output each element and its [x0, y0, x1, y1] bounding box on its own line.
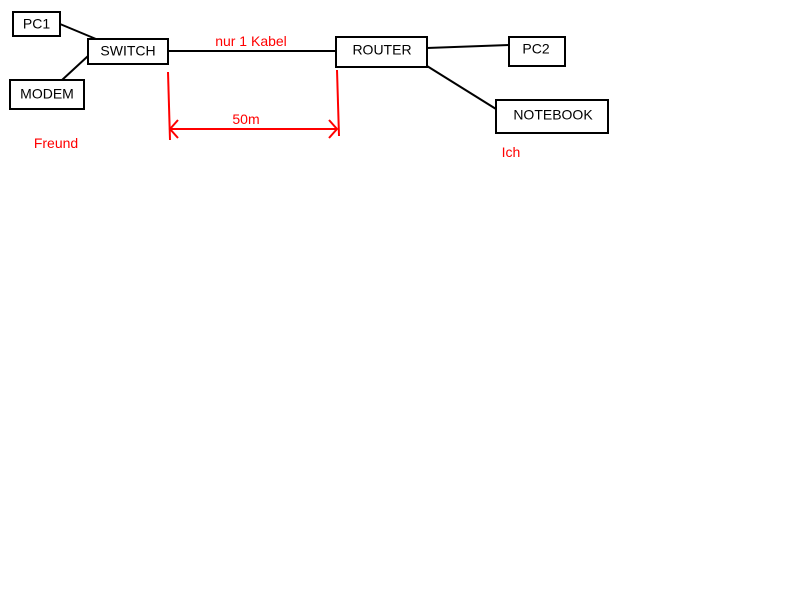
node-router: ROUTER	[335, 36, 428, 68]
node-router-label: ROUTER	[352, 42, 411, 58]
node-modem: MODEM	[9, 79, 85, 110]
node-notebook: NOTEBOOK	[495, 99, 609, 134]
cable-note-label: nur 1 Kabel	[215, 33, 287, 49]
me-label: Ich	[502, 144, 521, 160]
link-router-notebook	[426, 65, 497, 110]
distance-arrowhead-left	[168, 119, 179, 139]
link-router-pc2	[426, 44, 510, 49]
distance-label: 50m	[232, 111, 259, 127]
node-modem-label: MODEM	[20, 86, 74, 102]
node-switch-label: SWITCH	[100, 43, 155, 59]
node-pc1-label: PC1	[23, 16, 50, 32]
distance-arrowhead-right	[328, 119, 339, 139]
link-pc1-switch	[59, 23, 97, 40]
node-switch: SWITCH	[87, 38, 169, 65]
node-pc2: PC2	[508, 36, 566, 67]
friend-label: Freund	[34, 135, 78, 151]
distance-marker-right	[336, 69, 340, 137]
node-pc2-label: PC2	[522, 41, 549, 57]
node-pc1: PC1	[12, 11, 61, 37]
node-notebook-label: NOTEBOOK	[513, 107, 593, 123]
link-modem-switch	[61, 55, 89, 81]
